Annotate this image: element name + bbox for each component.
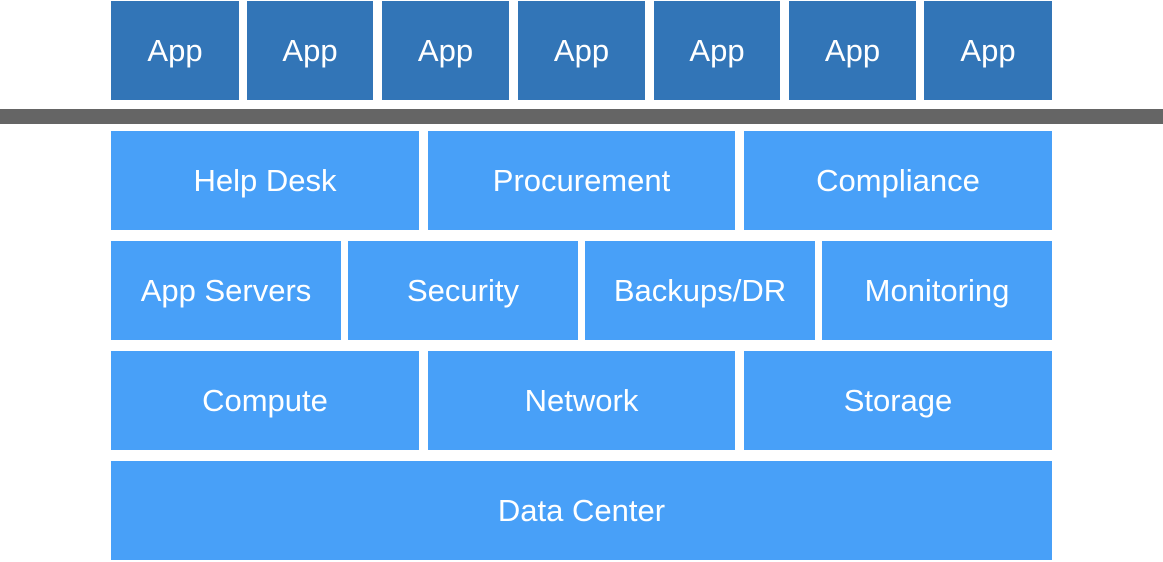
procurement-block: Procurement: [428, 131, 735, 230]
layer-divider: [0, 109, 1163, 124]
app-block: App: [654, 1, 780, 100]
app-servers-block: App Servers: [111, 241, 341, 340]
help-desk-block: Help Desk: [111, 131, 419, 230]
security-block: Security: [348, 241, 578, 340]
app-block: App: [789, 1, 916, 100]
app-block: App: [247, 1, 373, 100]
data-center-block: Data Center: [111, 461, 1052, 560]
app-block: App: [924, 1, 1052, 100]
monitoring-block: Monitoring: [822, 241, 1052, 340]
network-block: Network: [428, 351, 735, 450]
app-block: App: [111, 1, 239, 100]
app-block: App: [382, 1, 509, 100]
compliance-block: Compliance: [744, 131, 1052, 230]
compute-block: Compute: [111, 351, 419, 450]
storage-block: Storage: [744, 351, 1052, 450]
app-block: App: [518, 1, 645, 100]
backups-dr-block: Backups/DR: [585, 241, 815, 340]
